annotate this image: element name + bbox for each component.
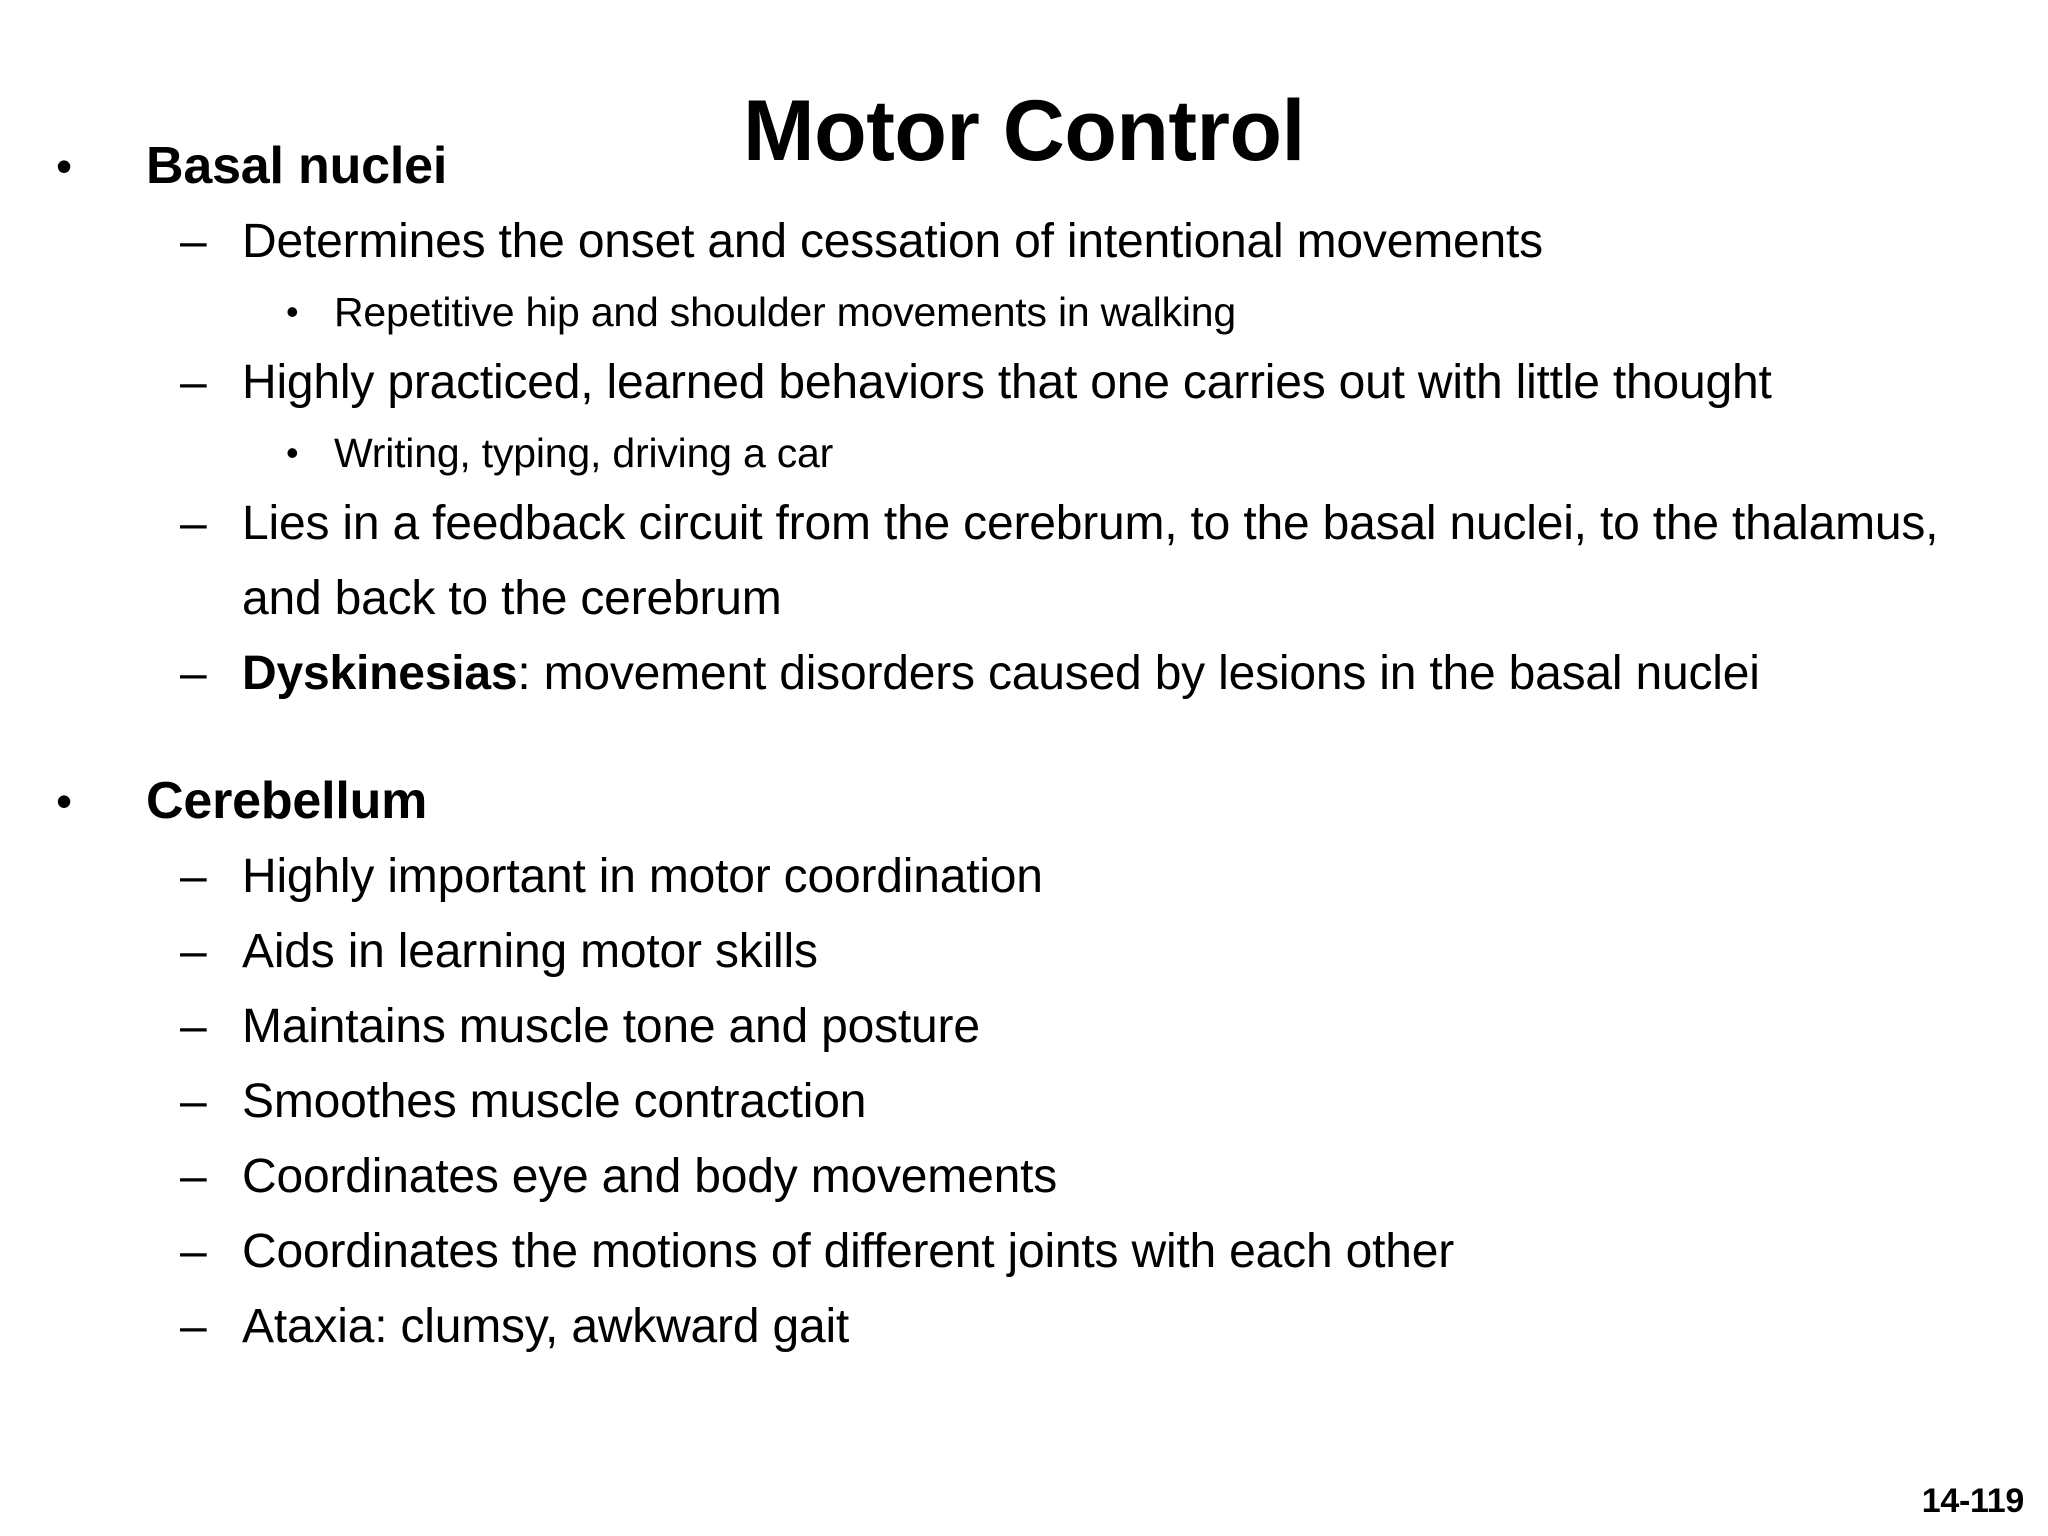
level2-dash-icon: – bbox=[180, 647, 207, 700]
list-item: – Aids in learning motor skills bbox=[0, 914, 2048, 989]
level2-dash-icon: – bbox=[180, 850, 207, 903]
level3-bullet-icon: • bbox=[286, 432, 299, 473]
list-item-label: Coordinates eye and body movements bbox=[242, 1150, 1058, 1203]
level2-dash-icon: – bbox=[180, 356, 207, 409]
list-item: • Writing, typing, driving a car bbox=[0, 420, 2048, 486]
level2-dash-icon: – bbox=[180, 497, 207, 550]
list-item-label: Lies in a feedback circuit from the cere… bbox=[242, 497, 1939, 625]
level2-dash-icon: – bbox=[180, 1300, 207, 1353]
list-item-label: Dyskinesias: movement disorders caused b… bbox=[242, 636, 1760, 711]
level2-dash-icon: – bbox=[180, 1225, 207, 1278]
section-heading-label: Basal nuclei bbox=[146, 137, 448, 195]
list-item-label: Repetitive hip and shoulder movements in… bbox=[334, 289, 1237, 335]
list-item-label: Maintains muscle tone and posture bbox=[242, 1000, 980, 1053]
list-item-label: Highly practiced, learned behaviors that… bbox=[242, 356, 1772, 409]
level3-bullet-icon: • bbox=[286, 291, 299, 332]
level2-dash-icon: – bbox=[180, 1150, 207, 1203]
list-item-label: Determines the onset and cessation of in… bbox=[242, 215, 1543, 268]
level2-dash-icon: – bbox=[180, 215, 207, 268]
list-item: – Highly practiced, learned behaviors th… bbox=[0, 345, 2048, 420]
term-dyskinesias-definition: : movement disorders caused by lesions i… bbox=[517, 647, 1760, 700]
slide-body-outline: • Basal nuclei – Determines the onset an… bbox=[0, 128, 2048, 1364]
page-number: 14-119 bbox=[1921, 1482, 2025, 1520]
list-item-label: Highly important in motor coordination bbox=[242, 850, 1043, 903]
section-heading-basal-nuclei: • Basal nuclei bbox=[0, 128, 2048, 204]
level1-bullet-icon: • bbox=[56, 775, 73, 827]
section-divider-space bbox=[0, 711, 2048, 763]
section-heading-cerebellum: • Cerebellum bbox=[0, 763, 2048, 839]
list-item: – Coordinates eye and body movements bbox=[0, 1139, 2048, 1214]
list-item-label: Coordinates the motions of different joi… bbox=[242, 1225, 1455, 1278]
level2-dash-icon: – bbox=[180, 1000, 207, 1053]
list-item-label: Writing, typing, driving a car bbox=[334, 430, 834, 476]
list-item: – Highly important in motor coordination bbox=[0, 839, 2048, 914]
term-dyskinesias: Dyskinesias bbox=[242, 647, 518, 700]
list-item-label: Aids in learning motor skills bbox=[242, 925, 818, 978]
list-item: – Determines the onset and cessation of … bbox=[0, 204, 2048, 279]
list-item-label: Ataxia: clumsy, awkward gait bbox=[242, 1300, 850, 1353]
list-item: – Smoothes muscle contraction bbox=[0, 1064, 2048, 1139]
level1-bullet-icon: • bbox=[56, 140, 73, 192]
list-item: – Lies in a feedback circuit from the ce… bbox=[0, 486, 2048, 636]
level2-dash-icon: – bbox=[180, 1075, 207, 1128]
list-item-dyskinesias: – Dyskinesias: movement disorders caused… bbox=[0, 636, 2048, 711]
list-item: – Maintains muscle tone and posture bbox=[0, 989, 2048, 1064]
section-heading-label: Cerebellum bbox=[146, 772, 428, 830]
level2-dash-icon: – bbox=[180, 925, 207, 978]
page-title: Motor Control bbox=[743, 82, 1305, 179]
list-item: – Ataxia: clumsy, awkward gait bbox=[0, 1289, 2048, 1364]
list-item-label: Smoothes muscle contraction bbox=[242, 1075, 867, 1128]
list-item: • Repetitive hip and shoulder movements … bbox=[0, 279, 2048, 345]
list-item: – Coordinates the motions of different j… bbox=[0, 1214, 2048, 1289]
